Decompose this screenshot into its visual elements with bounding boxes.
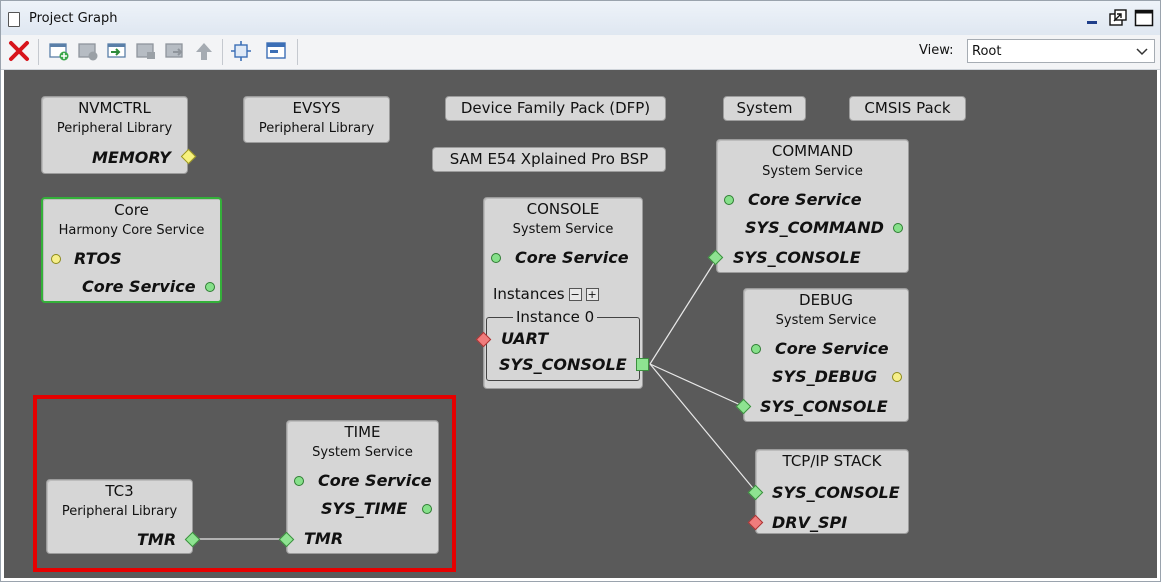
view-select-value: Root (972, 44, 1002, 59)
capability-label: SYS_CONSOLE (772, 483, 900, 502)
title-bar: Project Graph (1, 1, 1160, 36)
capability-label: UART (501, 329, 549, 348)
minimize-icon[interactable] (1082, 9, 1102, 27)
port-sys-console[interactable] (636, 358, 649, 371)
toolbar: View: Root (1, 35, 1160, 70)
node-time[interactable]: TIME System Service Core Service SYS_TIM… (286, 420, 439, 554)
instance-label: Instance 0 (513, 308, 598, 326)
remove-icon[interactable] (135, 40, 157, 62)
capability-label: SYS_COMMAND (745, 218, 884, 237)
port-sys-debug[interactable] (892, 372, 902, 382)
node-title: NVMCTRL (78, 99, 151, 117)
highlight-box (33, 395, 456, 572)
node-title: DEBUG (799, 291, 853, 309)
capability-label: Core Service (775, 339, 889, 358)
node-subtitle: Peripheral Library (56, 121, 173, 136)
node-nvmctrl[interactable]: NVMCTRL Peripheral Library MEMORY (41, 96, 188, 174)
capability-label: Core Service (748, 190, 862, 209)
port-rtos[interactable] (51, 254, 61, 264)
node-dfp[interactable]: Device Family Pack (DFP) (445, 96, 666, 121)
delete-icon[interactable] (8, 40, 30, 62)
port-core-service[interactable] (751, 344, 761, 354)
node-cmsis-pack[interactable]: CMSIS Pack (849, 96, 966, 121)
node-title: COMMAND (771, 142, 854, 160)
node-subtitle: Harmony Core Service (58, 223, 205, 238)
capability-label: SYS_TIME (321, 499, 408, 518)
restore-icon[interactable] (1108, 9, 1128, 27)
node-title: TC3 (105, 482, 134, 500)
port-core-service[interactable] (294, 476, 304, 486)
node-tc3[interactable]: TC3 Peripheral Library TMR (46, 479, 193, 554)
view-select[interactable]: Root (967, 39, 1155, 63)
port-sys-command[interactable] (893, 223, 903, 233)
node-subtitle: System Service (762, 164, 863, 179)
remove-instance-button[interactable]: − (568, 287, 582, 301)
graph-canvas[interactable]: NVMCTRL Peripheral Library MEMORY EVSYS … (4, 70, 1157, 578)
up-arrow-icon[interactable] (193, 40, 215, 62)
capability-label: MEMORY (92, 148, 171, 167)
window-title: Project Graph (29, 11, 118, 26)
capability-label: TMR (304, 529, 344, 548)
export-icon[interactable] (164, 40, 186, 62)
capability-label: SYS_CONSOLE (733, 248, 861, 267)
instances-label: Instances (493, 285, 565, 303)
node-bsp[interactable]: SAM E54 Xplained Pro BSP (432, 147, 666, 172)
node-title: TIME (344, 423, 381, 441)
capability-label: SYS_CONSOLE (760, 397, 888, 416)
display-icon[interactable] (265, 40, 287, 62)
node-title: EVSYS (292, 99, 341, 117)
node-subtitle: System Service (312, 445, 413, 460)
capability-label: RTOS (74, 249, 122, 268)
port-sys-time[interactable] (422, 504, 432, 514)
node-title: Core (114, 201, 149, 219)
instances-row: Instances − + (493, 285, 599, 303)
node-system[interactable]: System (723, 96, 806, 121)
import-icon[interactable] (106, 40, 128, 62)
port-core-service[interactable] (724, 195, 734, 205)
document-icon (8, 12, 20, 27)
add-group-icon[interactable] (77, 40, 99, 62)
node-title: CONSOLE (526, 200, 600, 218)
capability-label: Core Service (515, 248, 629, 267)
add-instance-button[interactable]: + (585, 287, 599, 301)
maximize-icon[interactable] (1134, 9, 1154, 27)
add-component-icon[interactable] (48, 40, 70, 62)
node-subtitle: System Service (512, 222, 614, 237)
capability-label: DRV_SPI (772, 513, 848, 532)
capability-label: TMR (137, 530, 177, 549)
node-subtitle: System Service (775, 313, 877, 328)
node-core[interactable]: Core Harmony Core Service RTOS Core Serv… (41, 197, 222, 303)
view-label: View: (919, 43, 954, 58)
node-subtitle: Peripheral Library (61, 504, 178, 519)
capability-label: Core Service (318, 471, 432, 490)
node-command[interactable]: COMMAND System Service Core Service SYS_… (716, 139, 909, 273)
node-console[interactable]: CONSOLE System Service Core Service Inst… (483, 197, 643, 389)
port-core-service[interactable] (491, 253, 501, 263)
node-debug[interactable]: DEBUG System Service Core Service SYS_DE… (743, 288, 909, 422)
capability-label: Core Service (82, 277, 196, 296)
port-core-service[interactable] (205, 282, 215, 292)
node-subtitle: Peripheral Library (258, 121, 375, 136)
chevron-down-icon (1136, 46, 1148, 61)
node-tcpip-stack[interactable]: TCP/IP STACK SYS_CONSOLE DRV_SPI (755, 449, 909, 534)
fit-icon[interactable] (230, 40, 252, 62)
node-title: TCP/IP STACK (782, 452, 882, 470)
capability-label: SYS_DEBUG (772, 367, 878, 386)
node-evsys[interactable]: EVSYS Peripheral Library (243, 96, 390, 143)
capability-label: SYS_CONSOLE (499, 355, 627, 374)
